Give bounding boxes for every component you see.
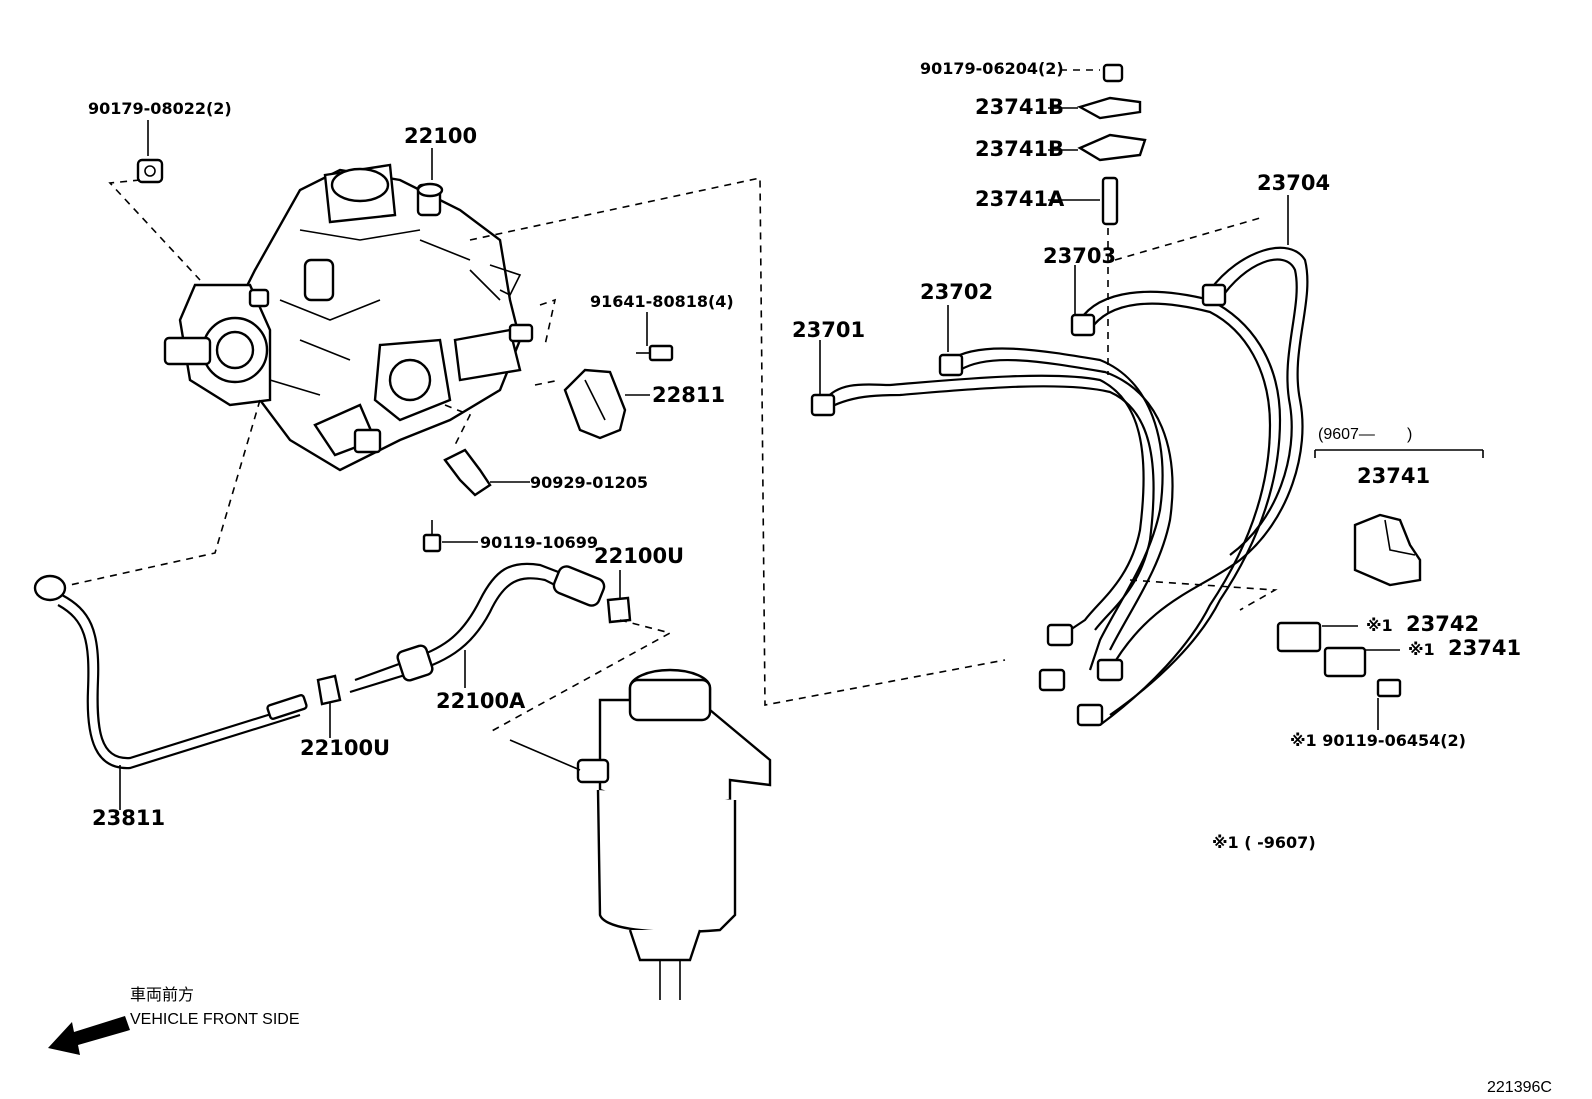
footnote-range: ※1 ( -9607) bbox=[1212, 833, 1316, 852]
label-22100U-left: 22100U bbox=[300, 736, 390, 760]
label-23741-top: 23741 bbox=[1357, 464, 1430, 488]
label-90179-08022: 90179-08022(2) bbox=[88, 99, 232, 118]
label-23741B-lower: 23741B bbox=[975, 137, 1064, 161]
label-90179-06204: 90179-06204(2) bbox=[920, 59, 1064, 78]
fuel-filter-drawing bbox=[509, 668, 772, 1000]
label-23701: 23701 bbox=[792, 318, 865, 342]
note-mark-23742: ※1 bbox=[1366, 616, 1393, 635]
stud-23741A-icon bbox=[1101, 176, 1119, 226]
injection-pump-drawing bbox=[163, 163, 534, 472]
label-23741A: 23741A bbox=[975, 187, 1065, 211]
label-22100A: 22100A bbox=[436, 689, 526, 713]
label-22100: 22100 bbox=[404, 124, 477, 148]
nut-90179-08022-icon bbox=[136, 158, 164, 184]
label-23703: 23703 bbox=[1043, 244, 1116, 268]
bracket-22811-icon bbox=[563, 368, 627, 440]
nut-90179-06204-icon bbox=[1102, 63, 1124, 83]
clamp-23741B-upper-icon bbox=[1076, 96, 1142, 120]
note-mark-23741: ※1 bbox=[1408, 640, 1435, 659]
direction-label-jp: 車両前方 bbox=[130, 986, 194, 1004]
hose-22100A-drawing bbox=[349, 562, 606, 694]
clamp-23741B-lower-icon bbox=[1077, 133, 1147, 162]
clip-22100U-right-icon bbox=[606, 596, 632, 624]
bolt-91641-80818-icon bbox=[636, 344, 674, 362]
bolt-90119-06454-icon bbox=[1376, 678, 1402, 698]
label-range-9607: (9607— bbox=[1318, 426, 1375, 443]
clamp-23742-icon bbox=[1276, 621, 1322, 653]
clamp-23741-lower-icon bbox=[1323, 646, 1367, 678]
label-range-close: ) bbox=[1407, 426, 1412, 443]
label-23742: 23742 bbox=[1406, 612, 1479, 636]
pipe-23811-drawing bbox=[33, 574, 308, 770]
label-22811: 22811 bbox=[652, 383, 725, 407]
diagram-id: 221396C bbox=[1487, 1079, 1552, 1096]
label-90119-06454: ※1 90119-06454(2) bbox=[1290, 731, 1466, 750]
clip-22100U-left-icon bbox=[316, 674, 342, 706]
label-23704: 23704 bbox=[1257, 171, 1330, 195]
arrow-left-down-icon bbox=[48, 1016, 130, 1055]
clamp-90929-01205-icon bbox=[443, 448, 492, 497]
label-91641-80818: 91641-80818(4) bbox=[590, 292, 734, 311]
label-23702: 23702 bbox=[920, 280, 993, 304]
bracket-23741-icon bbox=[1353, 513, 1422, 587]
injection-pipes-drawing bbox=[810, 246, 1309, 727]
label-90119-10699: 90119-10699 bbox=[480, 533, 598, 552]
label-23811: 23811 bbox=[92, 806, 165, 830]
label-90929-01205: 90929-01205 bbox=[530, 473, 648, 492]
label-22100U-right: 22100U bbox=[594, 544, 684, 568]
label-23741B-upper: 23741B bbox=[975, 95, 1064, 119]
direction-label-en: VEHICLE FRONT SIDE bbox=[130, 1011, 300, 1028]
label-23741-bottom: 23741 bbox=[1448, 636, 1521, 660]
bolt-90119-10699-icon bbox=[422, 520, 442, 553]
